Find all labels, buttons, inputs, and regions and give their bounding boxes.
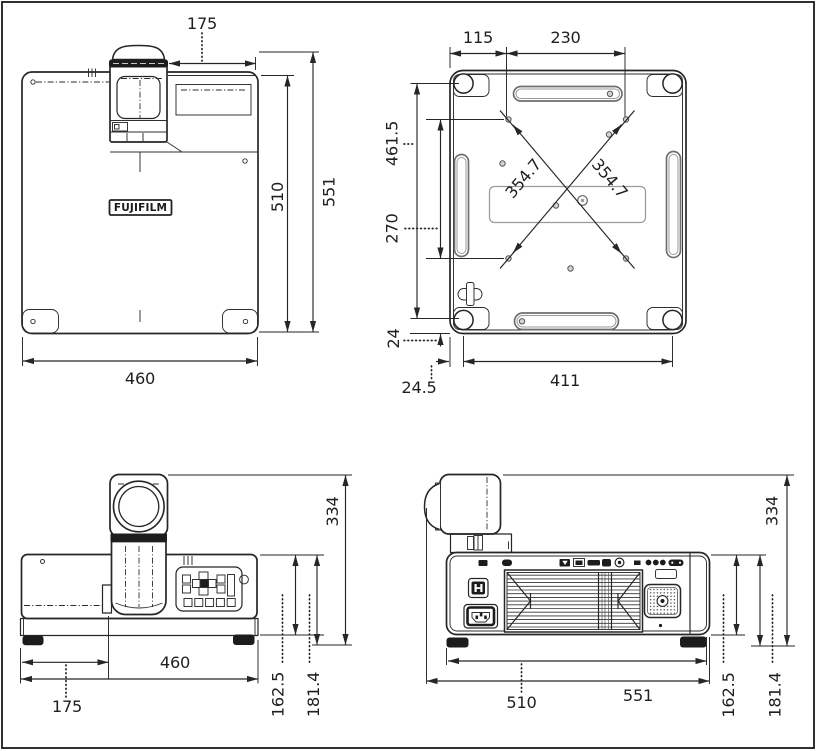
dim-front-body-height: 162.5 — [269, 672, 288, 717]
screw-hole — [242, 318, 249, 325]
audio-jack — [652, 559, 659, 566]
dim-front-width: 460 — [160, 653, 190, 672]
lens-tower-band — [110, 533, 167, 542]
front-view: 334 162.5 181.4 175 460 — [19, 473, 352, 717]
lan-port — [573, 558, 585, 567]
security-anchor — [457, 282, 483, 306]
panel-button — [182, 574, 191, 584]
foot — [22, 635, 44, 646]
foot — [662, 309, 683, 331]
side-view: 334 162.5 181.4 510 551 — [423, 473, 795, 718]
dim-hole-pitch-230: 230 — [550, 28, 580, 47]
dim-top-width: 460 — [125, 369, 155, 388]
audio-jack — [645, 559, 652, 566]
corner-foot-plate — [22, 309, 59, 334]
rear-ports — [478, 557, 684, 568]
dpad-center-button — [200, 579, 209, 588]
dim-hole-pitch-depth: 270 — [383, 213, 402, 243]
dim-top-lens-offset: 175 — [187, 14, 217, 33]
top-view: FUJIFILM 175 510 551 460 — [21, 14, 339, 388]
screw-hole — [30, 318, 36, 325]
front-view-dimensions: 334 162.5 181.4 175 460 — [20, 474, 352, 717]
screw-hole — [30, 79, 36, 85]
panel-button — [216, 584, 226, 594]
dim-foot-pitch-depth: 461.5 — [383, 121, 402, 166]
side-view-dimensions: 334 162.5 181.4 510 551 — [426, 474, 795, 718]
bottom-view: 354.7 354.7 115 230 461.5 270 24 — [383, 28, 687, 397]
top-view-dimensions: 175 510 551 460 — [22, 14, 339, 388]
port — [502, 559, 512, 566]
panel-button — [215, 598, 225, 607]
lens-tower-top — [109, 44, 168, 143]
dim-front-lens-offset: 175 — [52, 697, 82, 716]
panel-button — [182, 584, 191, 594]
lens-front — [423, 482, 440, 531]
vga-port — [668, 559, 684, 566]
dpad-left-button — [192, 579, 201, 588]
panel-slider — [227, 574, 235, 597]
screw-hole — [40, 559, 45, 564]
foot — [662, 73, 683, 94]
power-switch — [467, 577, 489, 599]
top-vent — [175, 84, 252, 116]
audio-jack — [659, 559, 666, 566]
exhaust-vent — [503, 569, 644, 633]
panel-button — [216, 574, 226, 584]
dim-side-body-height: 162.5 — [719, 672, 738, 717]
dim-edge-offset-24-5: 24.5 — [401, 378, 436, 397]
lens-tower-side — [423, 473, 513, 554]
dim-side-overall-length: 551 — [623, 686, 653, 705]
dim-front-height-with-feet: 181.4 — [304, 672, 323, 717]
lens — [112, 480, 165, 533]
usb-port — [602, 559, 611, 567]
panel-button — [194, 598, 204, 607]
panel-button — [226, 598, 236, 607]
foot — [453, 309, 474, 331]
port — [478, 560, 488, 566]
dim-edge-offset-24: 24 — [384, 328, 403, 348]
dim-foot-pitch-width: 411 — [550, 371, 580, 390]
foot — [446, 637, 469, 648]
control-panel — [175, 566, 249, 612]
dim-side-body-length: 510 — [506, 693, 536, 712]
lens-tower-front — [101, 473, 169, 616]
brand-logo: FUJIFILM — [108, 199, 173, 216]
dim-top-overall-depth: 551 — [320, 177, 339, 207]
dim-side-height: 334 — [763, 496, 782, 526]
foot — [233, 634, 255, 645]
bottom-slots — [453, 85, 682, 331]
dim-top-body-depth: 510 — [268, 182, 287, 212]
corner-foot-plate — [222, 309, 258, 334]
dim-side-height-with-feet: 181.4 — [766, 672, 785, 717]
dim-hole-offset-115: 115 — [463, 28, 493, 47]
brand-logo-text: FUJIFILM — [114, 202, 167, 214]
ac-inlet — [463, 603, 499, 629]
panel-button — [183, 598, 193, 607]
lens-ring-band — [109, 59, 168, 68]
label-plate — [655, 569, 677, 579]
foot — [680, 636, 707, 648]
hdmi-port — [587, 560, 600, 566]
dpad-down-button — [198, 587, 209, 596]
lens-barrel-dome — [111, 44, 166, 61]
speaker-grille — [643, 583, 682, 619]
base-strip — [19, 617, 259, 637]
port — [634, 560, 641, 565]
power-button — [239, 574, 249, 585]
panel-button — [205, 598, 215, 607]
dpad-right-button — [208, 579, 217, 588]
dim-front-height: 334 — [323, 496, 342, 526]
screw-hole — [242, 158, 248, 164]
